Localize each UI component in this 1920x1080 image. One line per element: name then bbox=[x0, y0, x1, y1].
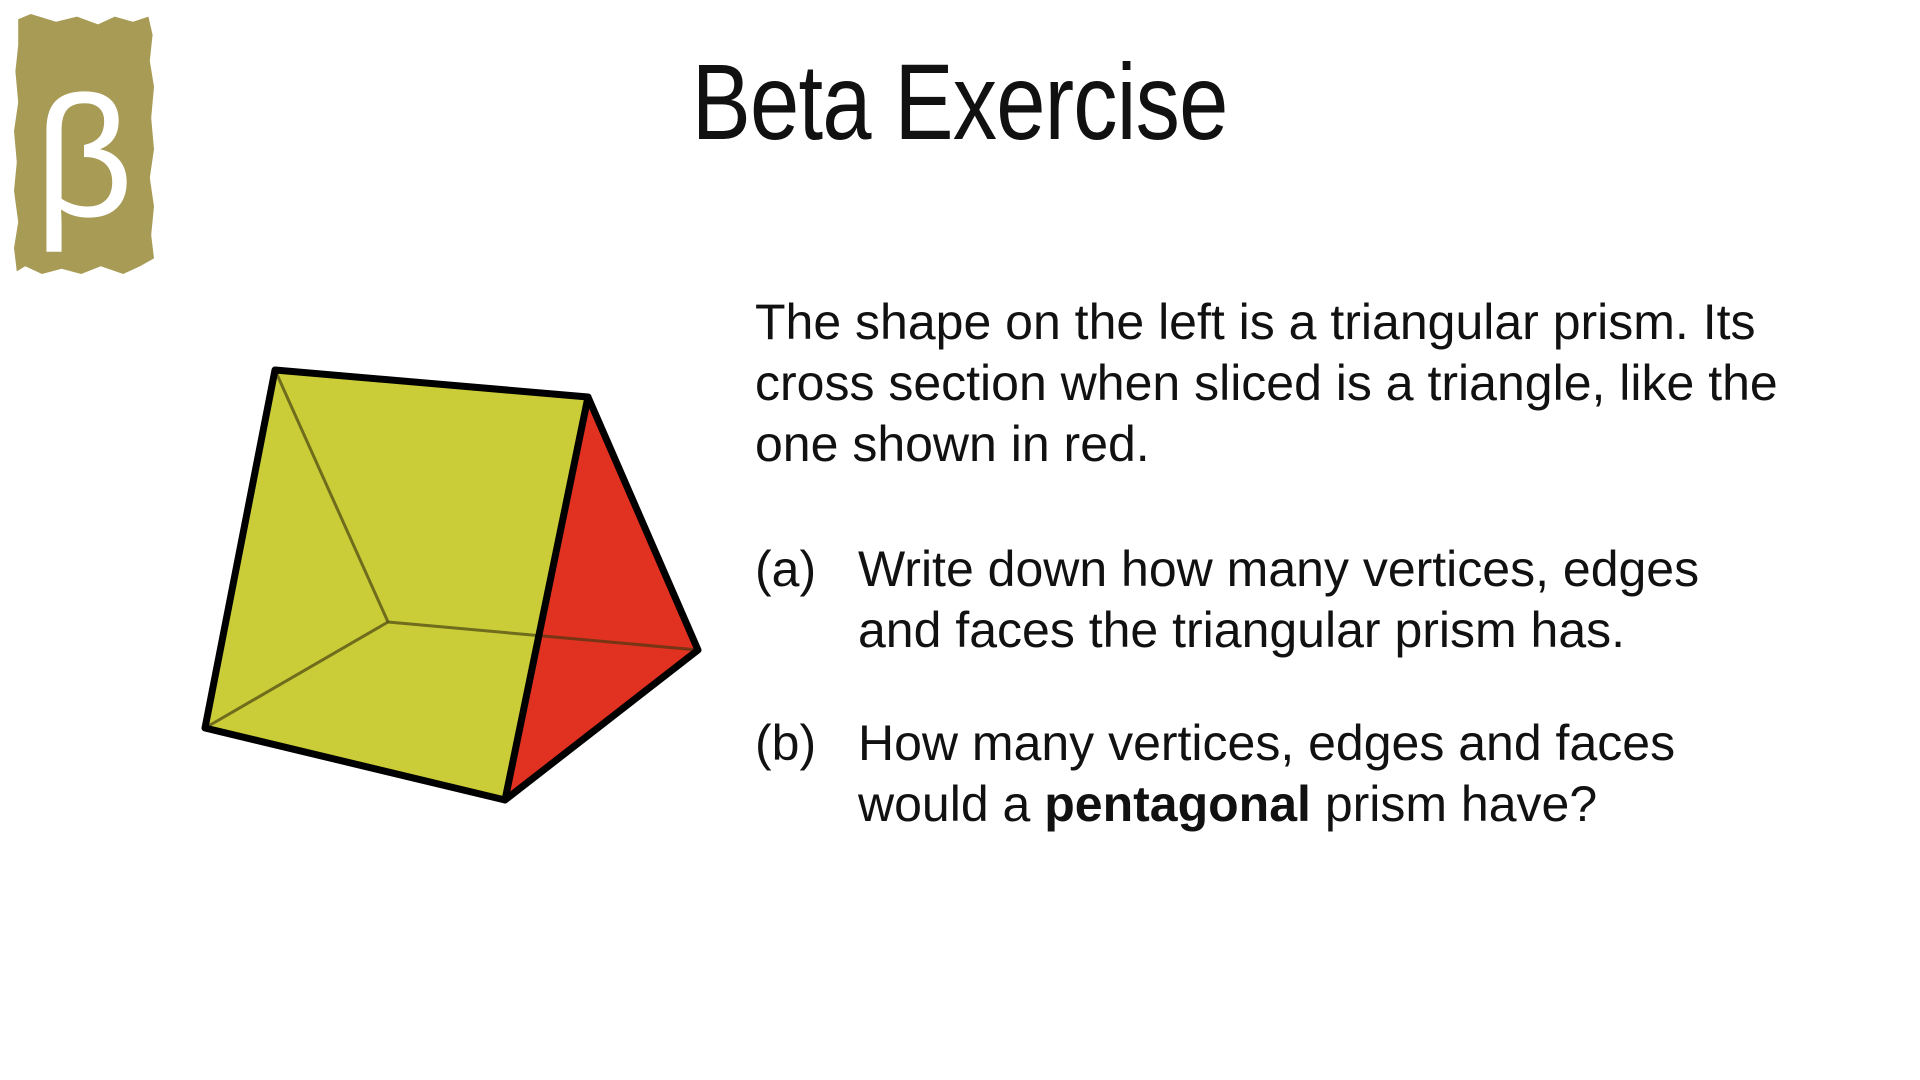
question-a-label: (a) bbox=[755, 541, 817, 597]
question-b-line2-suffix: prism have? bbox=[1310, 776, 1598, 832]
intro-paragraph: The shape on the left is a triangular pr… bbox=[755, 294, 1778, 472]
question-b-bold-word: pentagonal bbox=[1044, 776, 1311, 832]
question-b-line1: How many vertices, edges and faces bbox=[858, 715, 1676, 771]
question-a-text: Write down how many vertices, edges and … bbox=[858, 541, 1700, 658]
question-a: (a) Write down how many vertices, edges … bbox=[755, 539, 1915, 661]
beta-logo: β bbox=[14, 14, 154, 274]
prism-cross-section-face bbox=[505, 397, 698, 800]
page-title: Beta Exercise bbox=[0, 48, 1920, 156]
prism-front-edge bbox=[501, 393, 592, 804]
prism-left-face bbox=[205, 370, 588, 800]
question-b-line2-prefix: would a bbox=[858, 776, 1045, 832]
beta-symbol-icon: β bbox=[34, 61, 134, 253]
prism-outline bbox=[201, 366, 702, 804]
prism-hidden-edge-left bbox=[204, 620, 389, 730]
prism-hidden-edge-top bbox=[273, 369, 390, 623]
page-title-text: Beta Exercise bbox=[692, 41, 1229, 162]
prism-hidden-edge-bottom bbox=[387, 620, 699, 652]
question-b-label: (b) bbox=[755, 715, 817, 771]
